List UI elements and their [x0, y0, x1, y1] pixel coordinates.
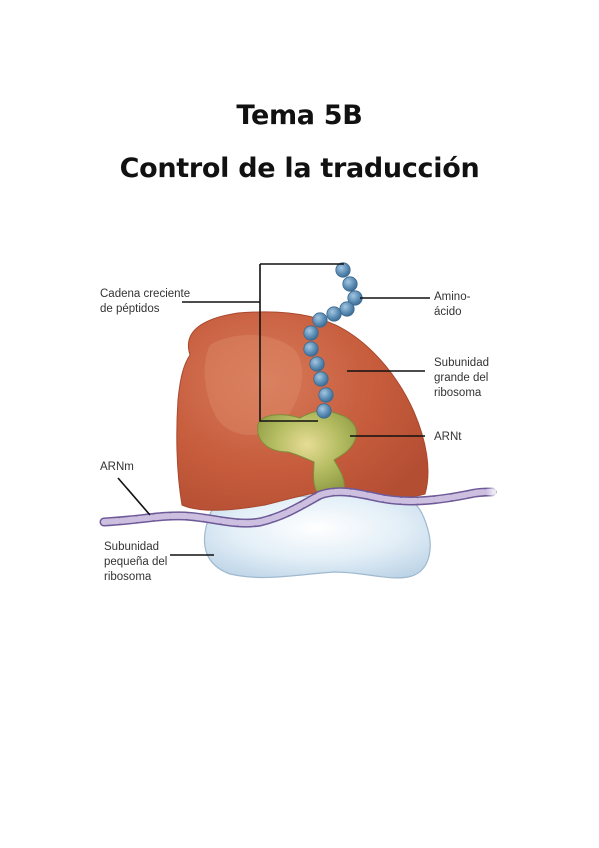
label-large-subunit: Subunidad grande del ribosoma: [434, 357, 492, 399]
mrna-strand: [99, 484, 497, 528]
peptide-bead: [312, 312, 328, 328]
peptide-bead: [309, 356, 325, 372]
peptide-bead: [303, 341, 319, 357]
title-line-2: Control de la traducción: [119, 153, 480, 184]
leader-mrna: [117, 477, 151, 516]
label-small-subunit-line: ribosoma: [104, 571, 152, 583]
label-large-subunit-line: ribosoma: [434, 387, 482, 399]
label-amino-acid: Amino- ácido: [434, 291, 474, 318]
label-mrna: ARNm: [100, 461, 134, 473]
large-subunit-highlight: [204, 334, 303, 436]
peptide-bead: [303, 325, 319, 341]
label-amino-acid-line: ácido: [434, 306, 462, 318]
peptide-bead: [316, 403, 332, 419]
peptide-chain: [303, 262, 363, 419]
peptide-bead: [318, 387, 334, 403]
label-large-subunit-line: grande del: [434, 372, 488, 384]
peptide-bead: [326, 306, 342, 322]
title-line-1: Tema 5B: [236, 100, 363, 131]
label-trna: ARNt: [434, 431, 462, 443]
leader-peptide-chain: [182, 263, 344, 422]
label-amino-acid-line: Amino-: [434, 291, 471, 303]
label-peptide-chain: Cadena creciente de péptidos: [100, 288, 193, 315]
label-small-subunit-line: pequeña del: [104, 556, 167, 568]
peptide-bead: [313, 371, 329, 387]
label-small-subunit: Subunidad pequeña del ribosoma: [104, 541, 171, 583]
label-large-subunit-line: Subunidad: [434, 357, 489, 369]
peptide-bead: [335, 262, 351, 278]
peptide-bead: [342, 276, 358, 292]
label-small-subunit-line: Subunidad: [104, 541, 159, 553]
label-peptide-chain-line: de péptidos: [100, 303, 160, 315]
peptide-bead: [339, 301, 355, 317]
label-peptide-chain-line: Cadena creciente: [100, 288, 190, 300]
